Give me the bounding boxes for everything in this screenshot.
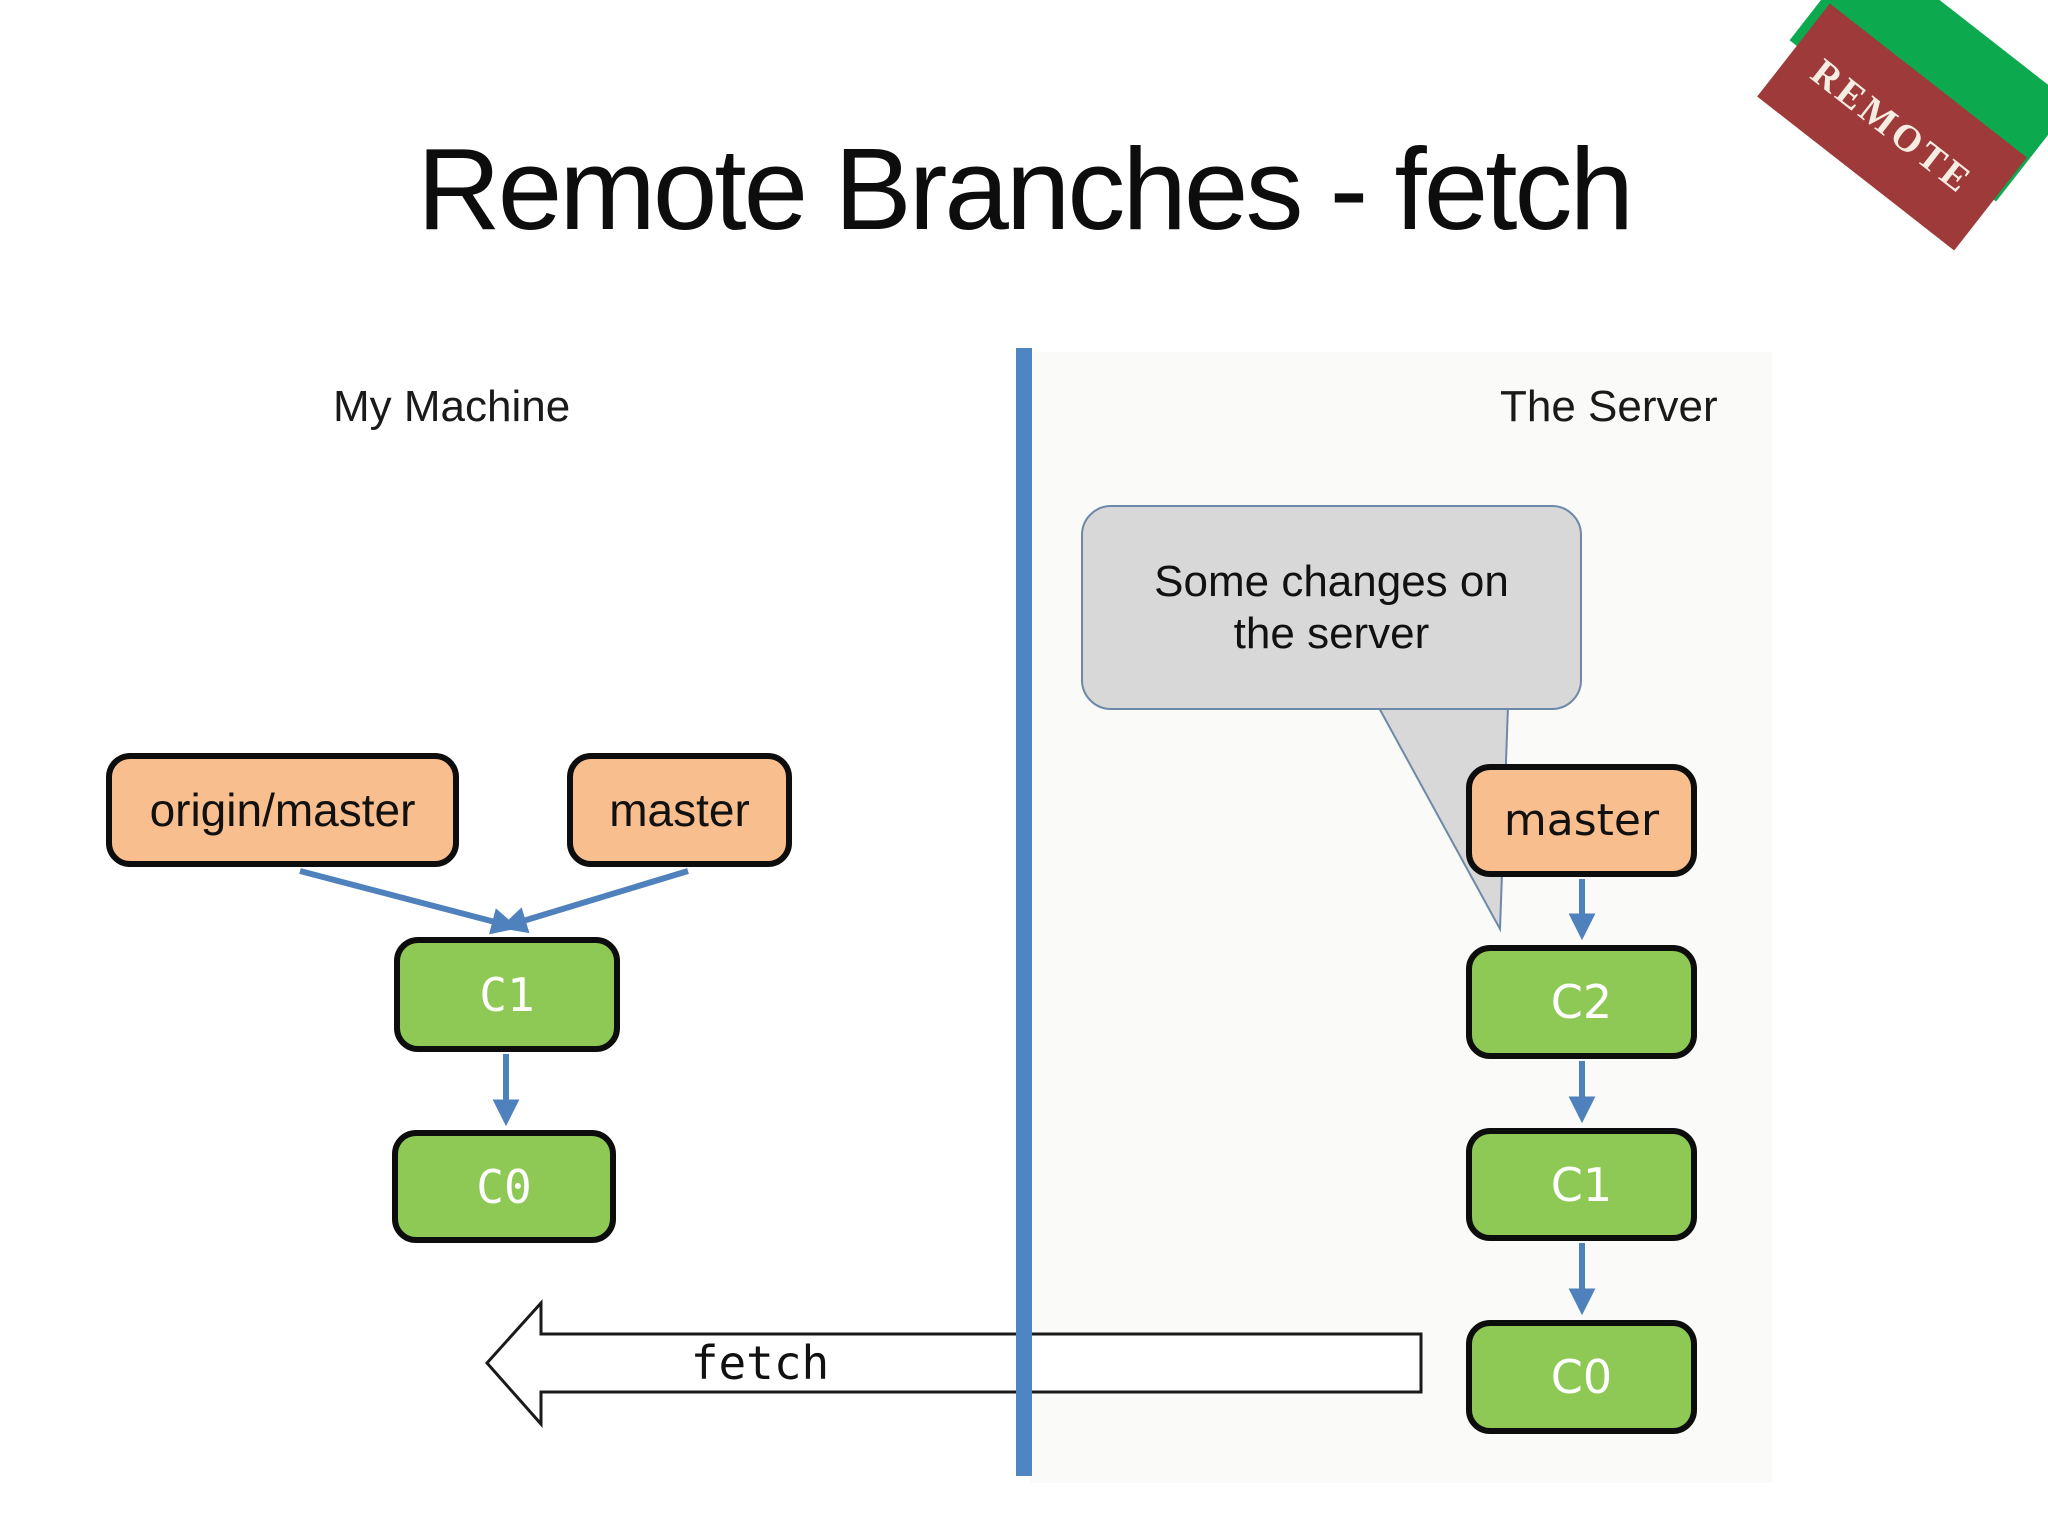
connector-master-local-to-c1: [499, 868, 689, 934]
page-title: Remote Branches - fetch: [416, 124, 1634, 254]
commit-box-c0-remote: C0: [1466, 1320, 1697, 1434]
commit-box-c1-local: C1: [394, 937, 620, 1052]
branch-box-master-remote: master: [1466, 764, 1697, 877]
commit-label: C1: [479, 967, 535, 1022]
fetch-arrow-shape: [484, 1299, 1423, 1428]
branch-label: master: [609, 784, 750, 836]
branch-label: origin/master: [149, 784, 416, 836]
callout-bubble: Some changes on the server: [1081, 505, 1582, 710]
branch-box-origin-master: origin/master: [106, 753, 459, 867]
fetch-arrow-label: fetch: [690, 1336, 830, 1390]
panel-label-the-server: The Server: [1500, 382, 1718, 431]
callout-line-2: the server: [1233, 608, 1430, 658]
commit-box-c2-remote: C2: [1466, 945, 1697, 1059]
connector-origin-master-to-c1: [299, 868, 519, 935]
panel-label-my-machine: My Machine: [333, 382, 571, 431]
commit-box-c1-remote: C1: [1466, 1128, 1697, 1241]
callout-line-1: Some changes on: [1154, 556, 1509, 606]
commit-label: C1: [1550, 1157, 1613, 1212]
commit-label: C0: [1550, 1350, 1613, 1404]
branch-label: master: [1503, 795, 1660, 846]
commit-label: C0: [476, 1159, 532, 1214]
machine-server-divider: [1016, 348, 1032, 1476]
commit-box-c0-local: C0: [392, 1130, 616, 1243]
commit-label: C2: [1550, 975, 1613, 1029]
branch-box-master-local: master: [567, 753, 792, 867]
